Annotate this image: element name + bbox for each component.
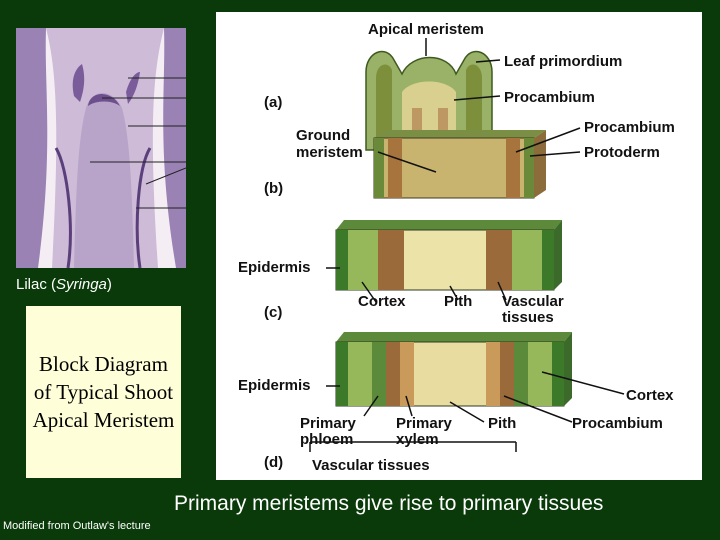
label-vascular-1: Vascular <box>502 293 564 310</box>
label-vascular-tissues-d: Vascular tissues <box>312 457 430 474</box>
label-epidermis-c: Epidermis <box>238 259 311 276</box>
panel-label-b: (b) <box>264 180 284 197</box>
label-vascular-2: tissues <box>502 309 554 326</box>
label-procambium-a: Procambium <box>504 89 595 106</box>
label-ground-1: Ground <box>296 127 351 144</box>
label-apical-meristem: Apical meristem <box>368 21 484 38</box>
label-procambium-d: Procambium <box>572 415 663 432</box>
summary-statement: Primary meristems give rise to primary t… <box>174 492 604 515</box>
label-pith-c: Pith <box>444 293 473 310</box>
panel-label-c: (c) <box>264 304 283 321</box>
label-cortex-c: Cortex <box>358 293 406 310</box>
label-epidermis-d: Epidermis <box>238 377 311 394</box>
diagram-drawing <box>309 38 625 452</box>
source-credit: Modified from Outlaw's lecture <box>3 520 151 532</box>
label-primary-phloem-2: phloem <box>300 431 354 448</box>
caption-genus: Syringa <box>56 276 107 293</box>
panel-label-a: (a) <box>264 94 283 111</box>
label-pith-d: Pith <box>488 415 517 432</box>
caption-prefix: Lilac ( <box>16 276 57 293</box>
label-primary-xylem-1: Primary <box>396 415 452 432</box>
label-ground-2: meristem <box>296 144 363 161</box>
block-diagram-title: Block Diagram of Typical Shoot Apical Me… <box>32 352 175 432</box>
block-diagram-title-box: Block Diagram of Typical Shoot Apical Me… <box>26 306 181 478</box>
panel-label-d: (d) <box>264 454 284 471</box>
label-primary-xylem-2: xylem <box>396 431 439 448</box>
label-leaf-primordium: Leaf primordium <box>504 53 623 70</box>
label-protoderm: Protoderm <box>584 144 660 161</box>
shoot-tip-micrograph <box>16 28 187 269</box>
meristem-block-diagram: Apical meristem Leaf primordium Procambi… <box>216 12 702 480</box>
label-cortex-d: Cortex <box>626 387 674 404</box>
micrograph-caption: Lilac (Syringa) <box>16 276 112 293</box>
label-primary-phloem-1: Primary <box>300 415 356 432</box>
caption-suffix: ) <box>106 276 112 293</box>
micrograph-image <box>16 28 187 269</box>
label-procambium-b: Procambium <box>584 119 675 136</box>
